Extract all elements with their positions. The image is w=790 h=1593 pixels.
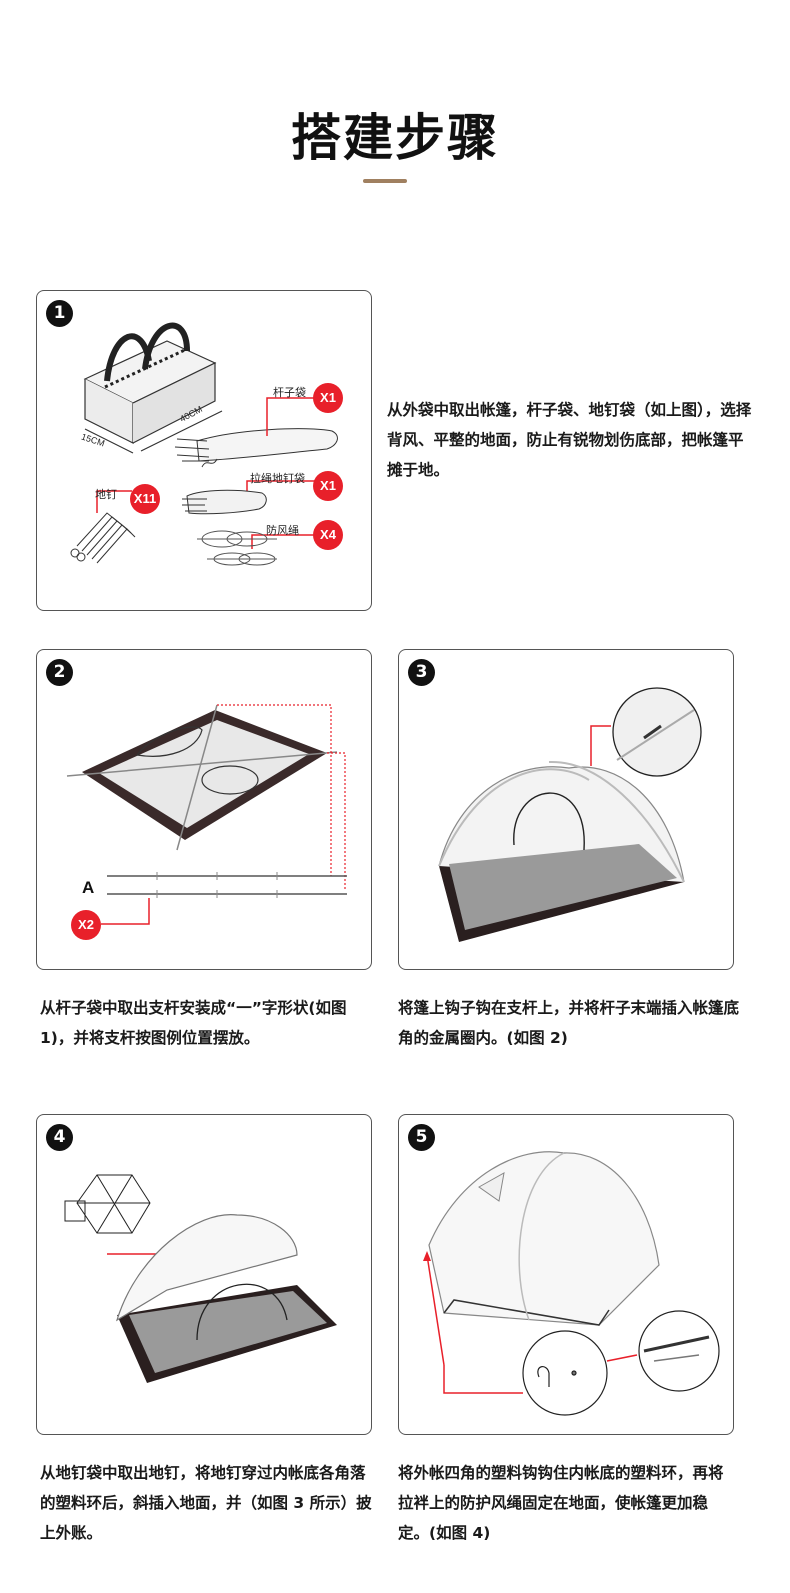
pole-bag-drawing bbox=[175, 429, 337, 467]
rope-stake-bag-qty-badge: X1 bbox=[313, 471, 343, 501]
pointer-arrowhead bbox=[423, 1251, 431, 1261]
tent-floor-drawing bbox=[82, 710, 327, 840]
step-2-panel: 2 A X2 bbox=[36, 649, 372, 970]
step-5-number: 5 bbox=[408, 1124, 435, 1151]
step-3-illustration bbox=[399, 650, 734, 970]
title-underline bbox=[363, 179, 407, 183]
zoom-circle bbox=[613, 688, 701, 776]
stakes-label: 地钉 bbox=[95, 486, 117, 502]
pole-leader-line bbox=[101, 898, 149, 924]
outer-bag-drawing bbox=[85, 326, 222, 453]
detail-circle-left bbox=[523, 1331, 607, 1415]
step-1-panel: 1 杆子袋 X1 地钉 X11 拉绳地钉袋 X1 防风绳 X4 40CM 15C… bbox=[36, 290, 372, 611]
step-4-number: 4 bbox=[46, 1124, 73, 1151]
windrope-drawing bbox=[197, 531, 277, 565]
detail-circle-right bbox=[639, 1311, 719, 1391]
windrope-qty-badge: X4 bbox=[313, 520, 343, 550]
windrope-label: 防风绳 bbox=[266, 522, 299, 538]
step-2-number: 2 bbox=[46, 659, 73, 686]
step-4-description: 从地钉袋中取出地钉，将地钉穿过内帐底各角落的塑料环后，斜插入地面，并（如图 3 … bbox=[40, 1458, 380, 1548]
pole-a-label: A bbox=[82, 878, 94, 898]
step-4-panel: 4 bbox=[36, 1114, 372, 1435]
page-title: 搭建步骤 bbox=[0, 98, 790, 170]
step-1-number: 1 bbox=[46, 300, 73, 327]
step-1-illustration bbox=[37, 291, 372, 611]
hexagon-diagram bbox=[65, 1175, 150, 1233]
step-3-description: 将篷上钩子钩在支杆上，并将杆子末端插入帐篷底角的金属圈内。(如图 2) bbox=[398, 993, 748, 1053]
inner-tent-drawing bbox=[439, 762, 684, 942]
step-1-description: 从外袋中取出帐篷，杆子袋、地钉袋（如上图），选择背风、平整的地面，防止有锐物划伤… bbox=[387, 395, 757, 485]
rope-stake-bag-drawing bbox=[182, 490, 266, 513]
poles-a-drawing bbox=[107, 872, 347, 898]
step-4-illustration bbox=[37, 1115, 372, 1435]
step-5-description: 将外帐四角的塑料钩钩住内帐底的塑料环，再将拉袢上的防护风绳固定在地面，使帐篷更加… bbox=[398, 1458, 738, 1548]
zoom-pointer bbox=[591, 726, 611, 766]
step-2-description: 从杆子袋中取出支杆安装成“一”字形状(如图 1)，并将支杆按图例位置摆放。 bbox=[40, 993, 380, 1053]
finished-tent-drawing bbox=[429, 1152, 659, 1325]
step-3-number: 3 bbox=[408, 659, 435, 686]
rope-stake-bag-label: 拉绳地钉袋 bbox=[250, 470, 305, 486]
step-3-panel: 3 bbox=[398, 649, 734, 970]
step-5-panel: 5 bbox=[398, 1114, 734, 1435]
pole-bag-label: 杆子袋 bbox=[273, 384, 306, 400]
stakes-qty-badge: X11 bbox=[130, 484, 160, 514]
step-5-illustration bbox=[399, 1115, 734, 1435]
pole-qty-badge: X2 bbox=[71, 910, 101, 940]
pole-bag-qty-badge: X1 bbox=[313, 383, 343, 413]
stakes-drawing bbox=[71, 513, 135, 563]
tent-with-flysheet-drawing bbox=[117, 1215, 337, 1383]
